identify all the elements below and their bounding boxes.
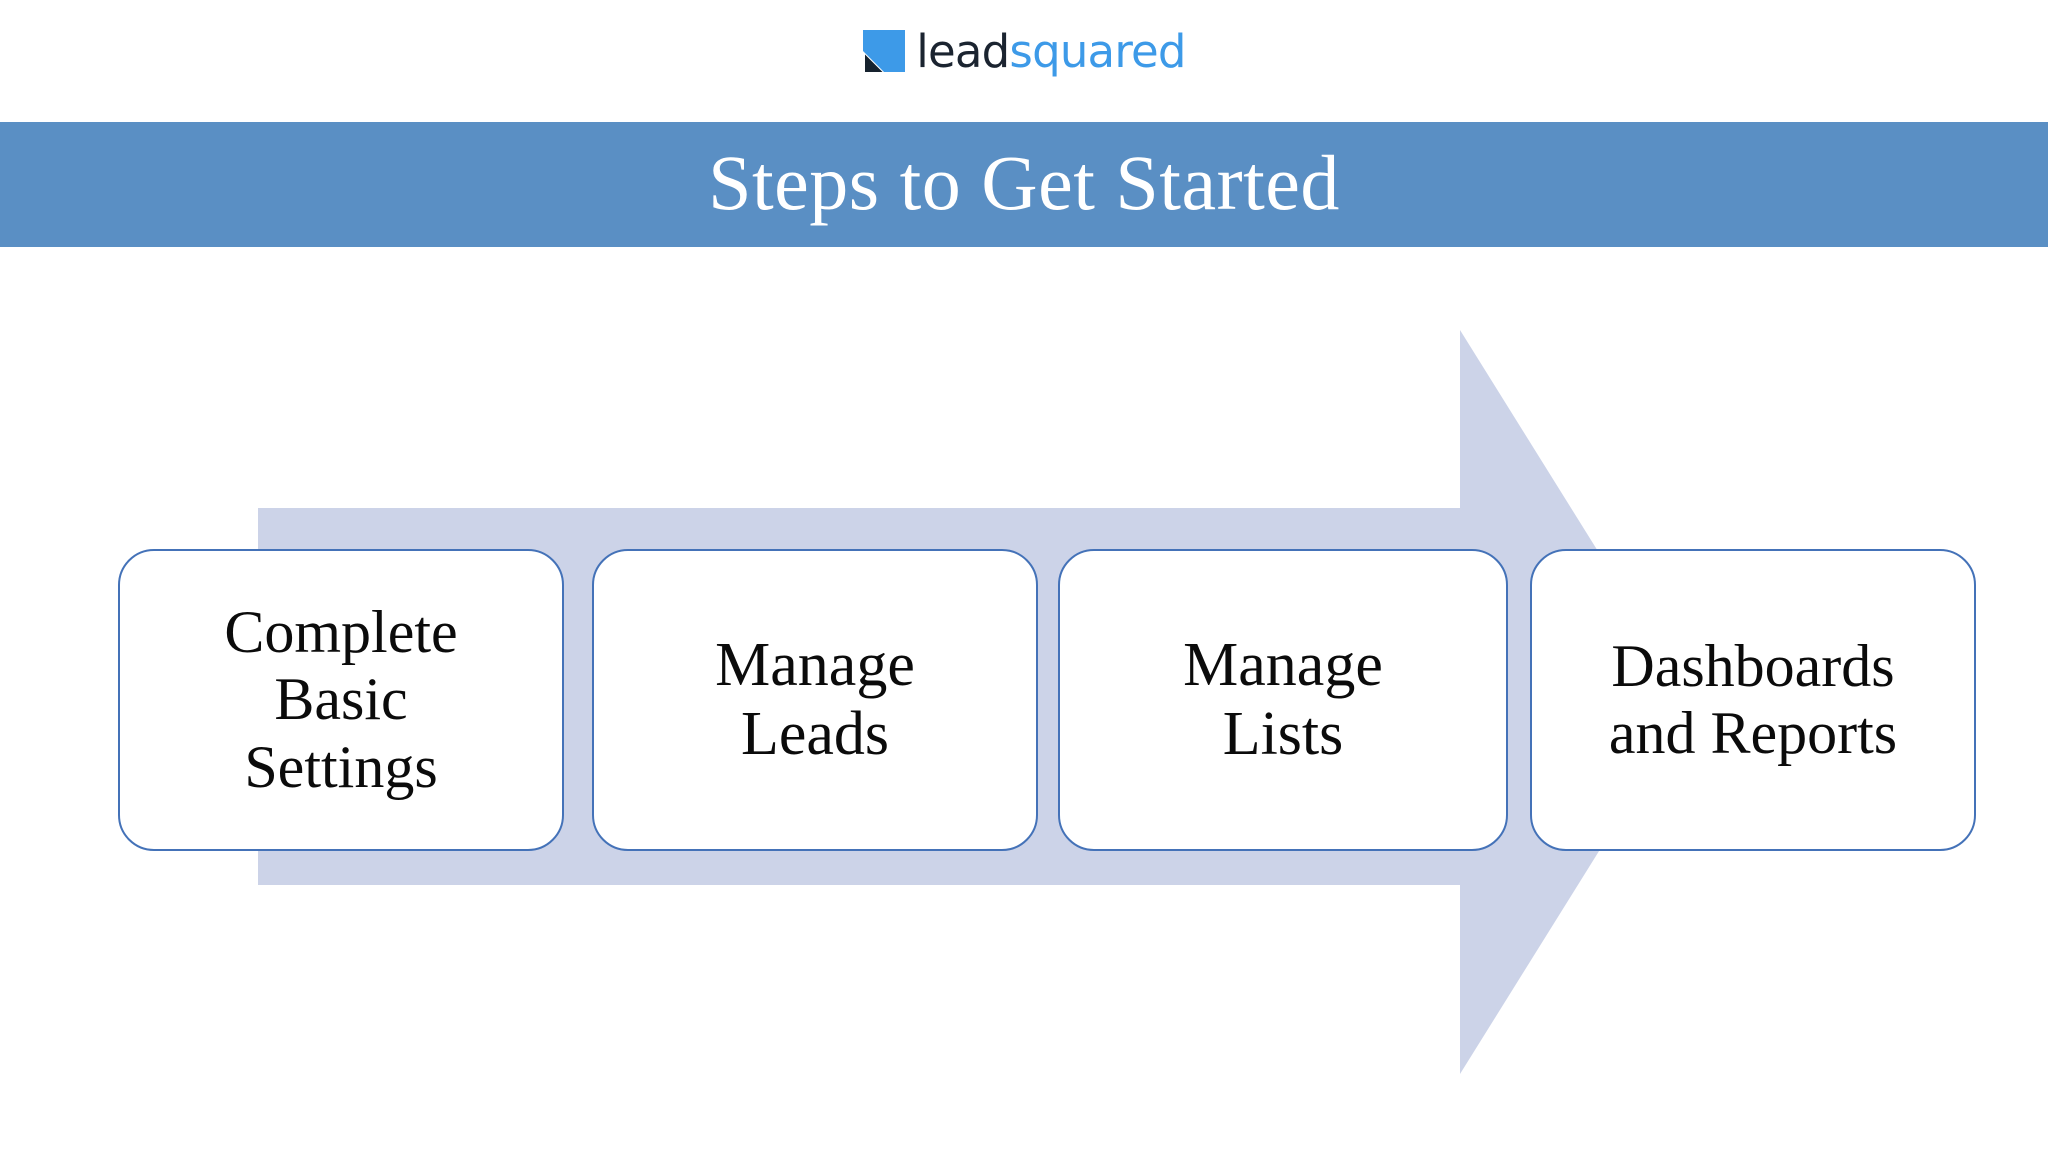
step-card-1-label: Complete Basic Settings xyxy=(224,599,458,800)
logo-word-squared: squared xyxy=(1009,24,1186,78)
leadsquared-square-mark-icon xyxy=(863,30,906,72)
step-card-2-label: Manage Leads xyxy=(715,630,915,768)
step-card-3-label: Manage Lists xyxy=(1183,630,1383,768)
step-card-group: Complete Basic Settings Manage Leads Man… xyxy=(0,549,2048,851)
logo-word-lead: lead xyxy=(916,24,1010,78)
step-card-4-label: Dashboards and Reports xyxy=(1608,632,1898,766)
step-card-1[interactable]: Complete Basic Settings xyxy=(118,549,564,851)
title-banner: Steps to Get Started xyxy=(0,122,2048,247)
step-card-2[interactable]: Manage Leads xyxy=(592,549,1038,851)
step-card-4[interactable]: Dashboards and Reports xyxy=(1530,549,1976,851)
page-title: Steps to Get Started xyxy=(708,138,1340,226)
step-card-3[interactable]: Manage Lists xyxy=(1058,549,1508,851)
